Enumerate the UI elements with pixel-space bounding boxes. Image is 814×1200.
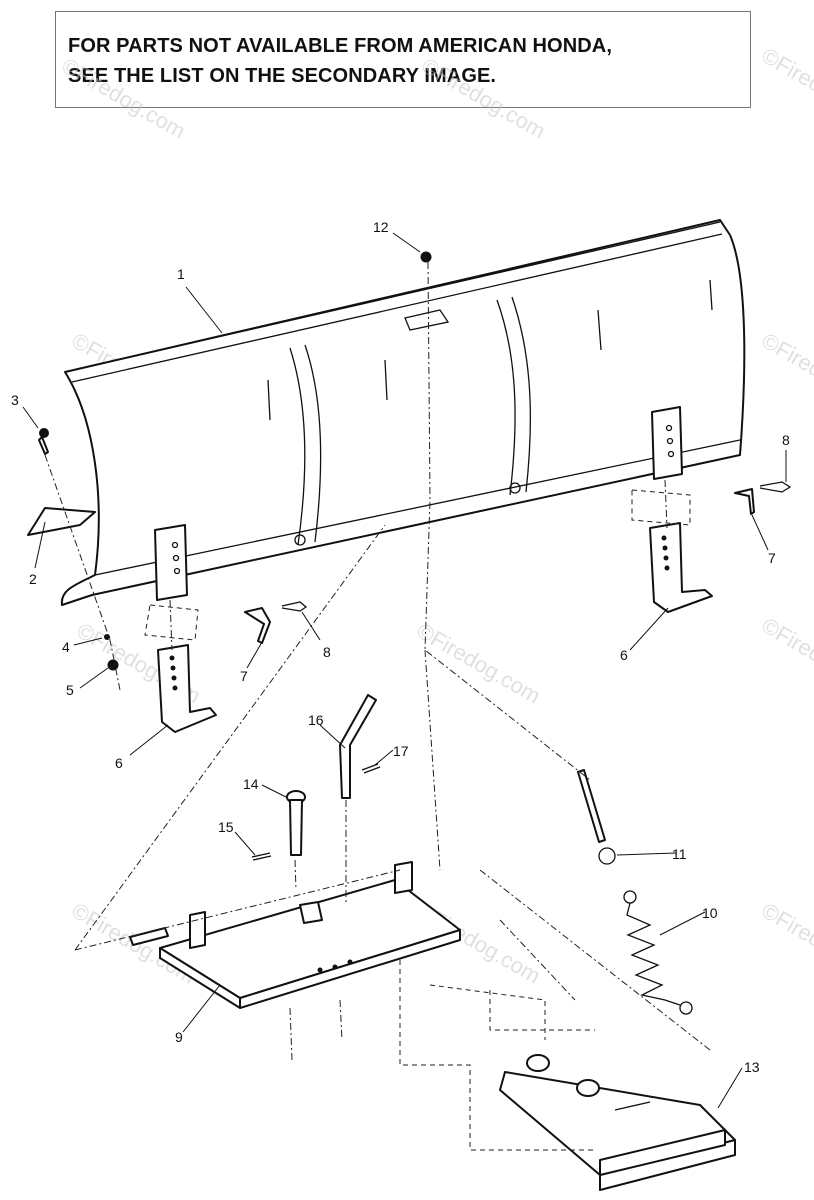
assembly-lines <box>44 261 711 1151</box>
part-15-pin <box>251 852 272 861</box>
callout-3: 3 <box>11 392 19 408</box>
callout-16: 16 <box>308 712 324 728</box>
part-4-washer <box>104 634 110 640</box>
callout-11: 11 <box>672 846 687 862</box>
parts-notice-box: FOR PARTS NOT AVAILABLE FROM AMERICAN HO… <box>55 11 751 108</box>
callout-1: 1 <box>177 266 185 282</box>
callout-17: 17 <box>393 743 409 759</box>
watermark: ©Firedog.com <box>418 53 550 144</box>
callout-12: 12 <box>373 219 389 235</box>
callout-14: 14 <box>243 776 259 792</box>
part-13-base-plate <box>499 1054 736 1191</box>
part-10-spring <box>623 890 693 1015</box>
part-8-clip-left <box>281 601 308 612</box>
callout-6-right: 6 <box>620 647 628 663</box>
callout-8-left: 8 <box>323 644 331 660</box>
watermark: ©Firedog.com <box>758 898 814 989</box>
callout-8-right: 8 <box>782 432 790 448</box>
part-11-eye-bolt <box>577 769 616 865</box>
callout-2: 2 <box>29 571 37 587</box>
part-14-bolt <box>286 790 306 856</box>
callout-6-left: 6 <box>115 755 123 771</box>
part-9-mount-frame <box>129 861 461 1009</box>
part-2-side-bracket <box>27 507 96 536</box>
watermark: ©Firedog.com <box>413 618 545 709</box>
part-6-skid-shoe-left <box>157 644 217 733</box>
callout-10: 10 <box>702 905 718 921</box>
leader-lines <box>22 232 787 1109</box>
watermark: ©Firedog.com <box>58 53 190 144</box>
callout-5: 5 <box>66 682 74 698</box>
watermark: ©Firedog.com <box>758 613 814 704</box>
part-17-spring-pin <box>361 763 381 774</box>
callout-7-right: 7 <box>768 550 776 566</box>
plow-blade <box>60 219 746 606</box>
part-3-bolt <box>38 428 49 455</box>
part-16-lock-pin <box>339 694 377 799</box>
callout-9: 9 <box>175 1029 183 1045</box>
notice-line-2: SEE THE LIST ON THE SECONDARY IMAGE. <box>68 65 497 87</box>
part-7-pin-right <box>734 488 755 515</box>
callout-7-left: 7 <box>240 668 248 684</box>
callout-numbers: 1 2 3 4 5 6 6 7 7 8 8 9 10 11 12 13 14 1… <box>11 219 790 1075</box>
callout-13: 13 <box>744 1059 760 1075</box>
part-6-skid-shoe-right <box>649 522 713 613</box>
part-8-clip-right <box>759 481 792 493</box>
part-7-pin-left <box>244 607 271 644</box>
part-5-nut <box>107 659 119 671</box>
notice-line-1: FOR PARTS NOT AVAILABLE FROM AMERICAN HO… <box>68 35 612 57</box>
watermark: ©Firedog.com <box>758 328 814 419</box>
watermark: ©Firedog.com <box>758 43 814 134</box>
callout-4: 4 <box>62 639 70 655</box>
callout-15: 15 <box>218 819 234 835</box>
part-12-nut <box>420 251 432 263</box>
